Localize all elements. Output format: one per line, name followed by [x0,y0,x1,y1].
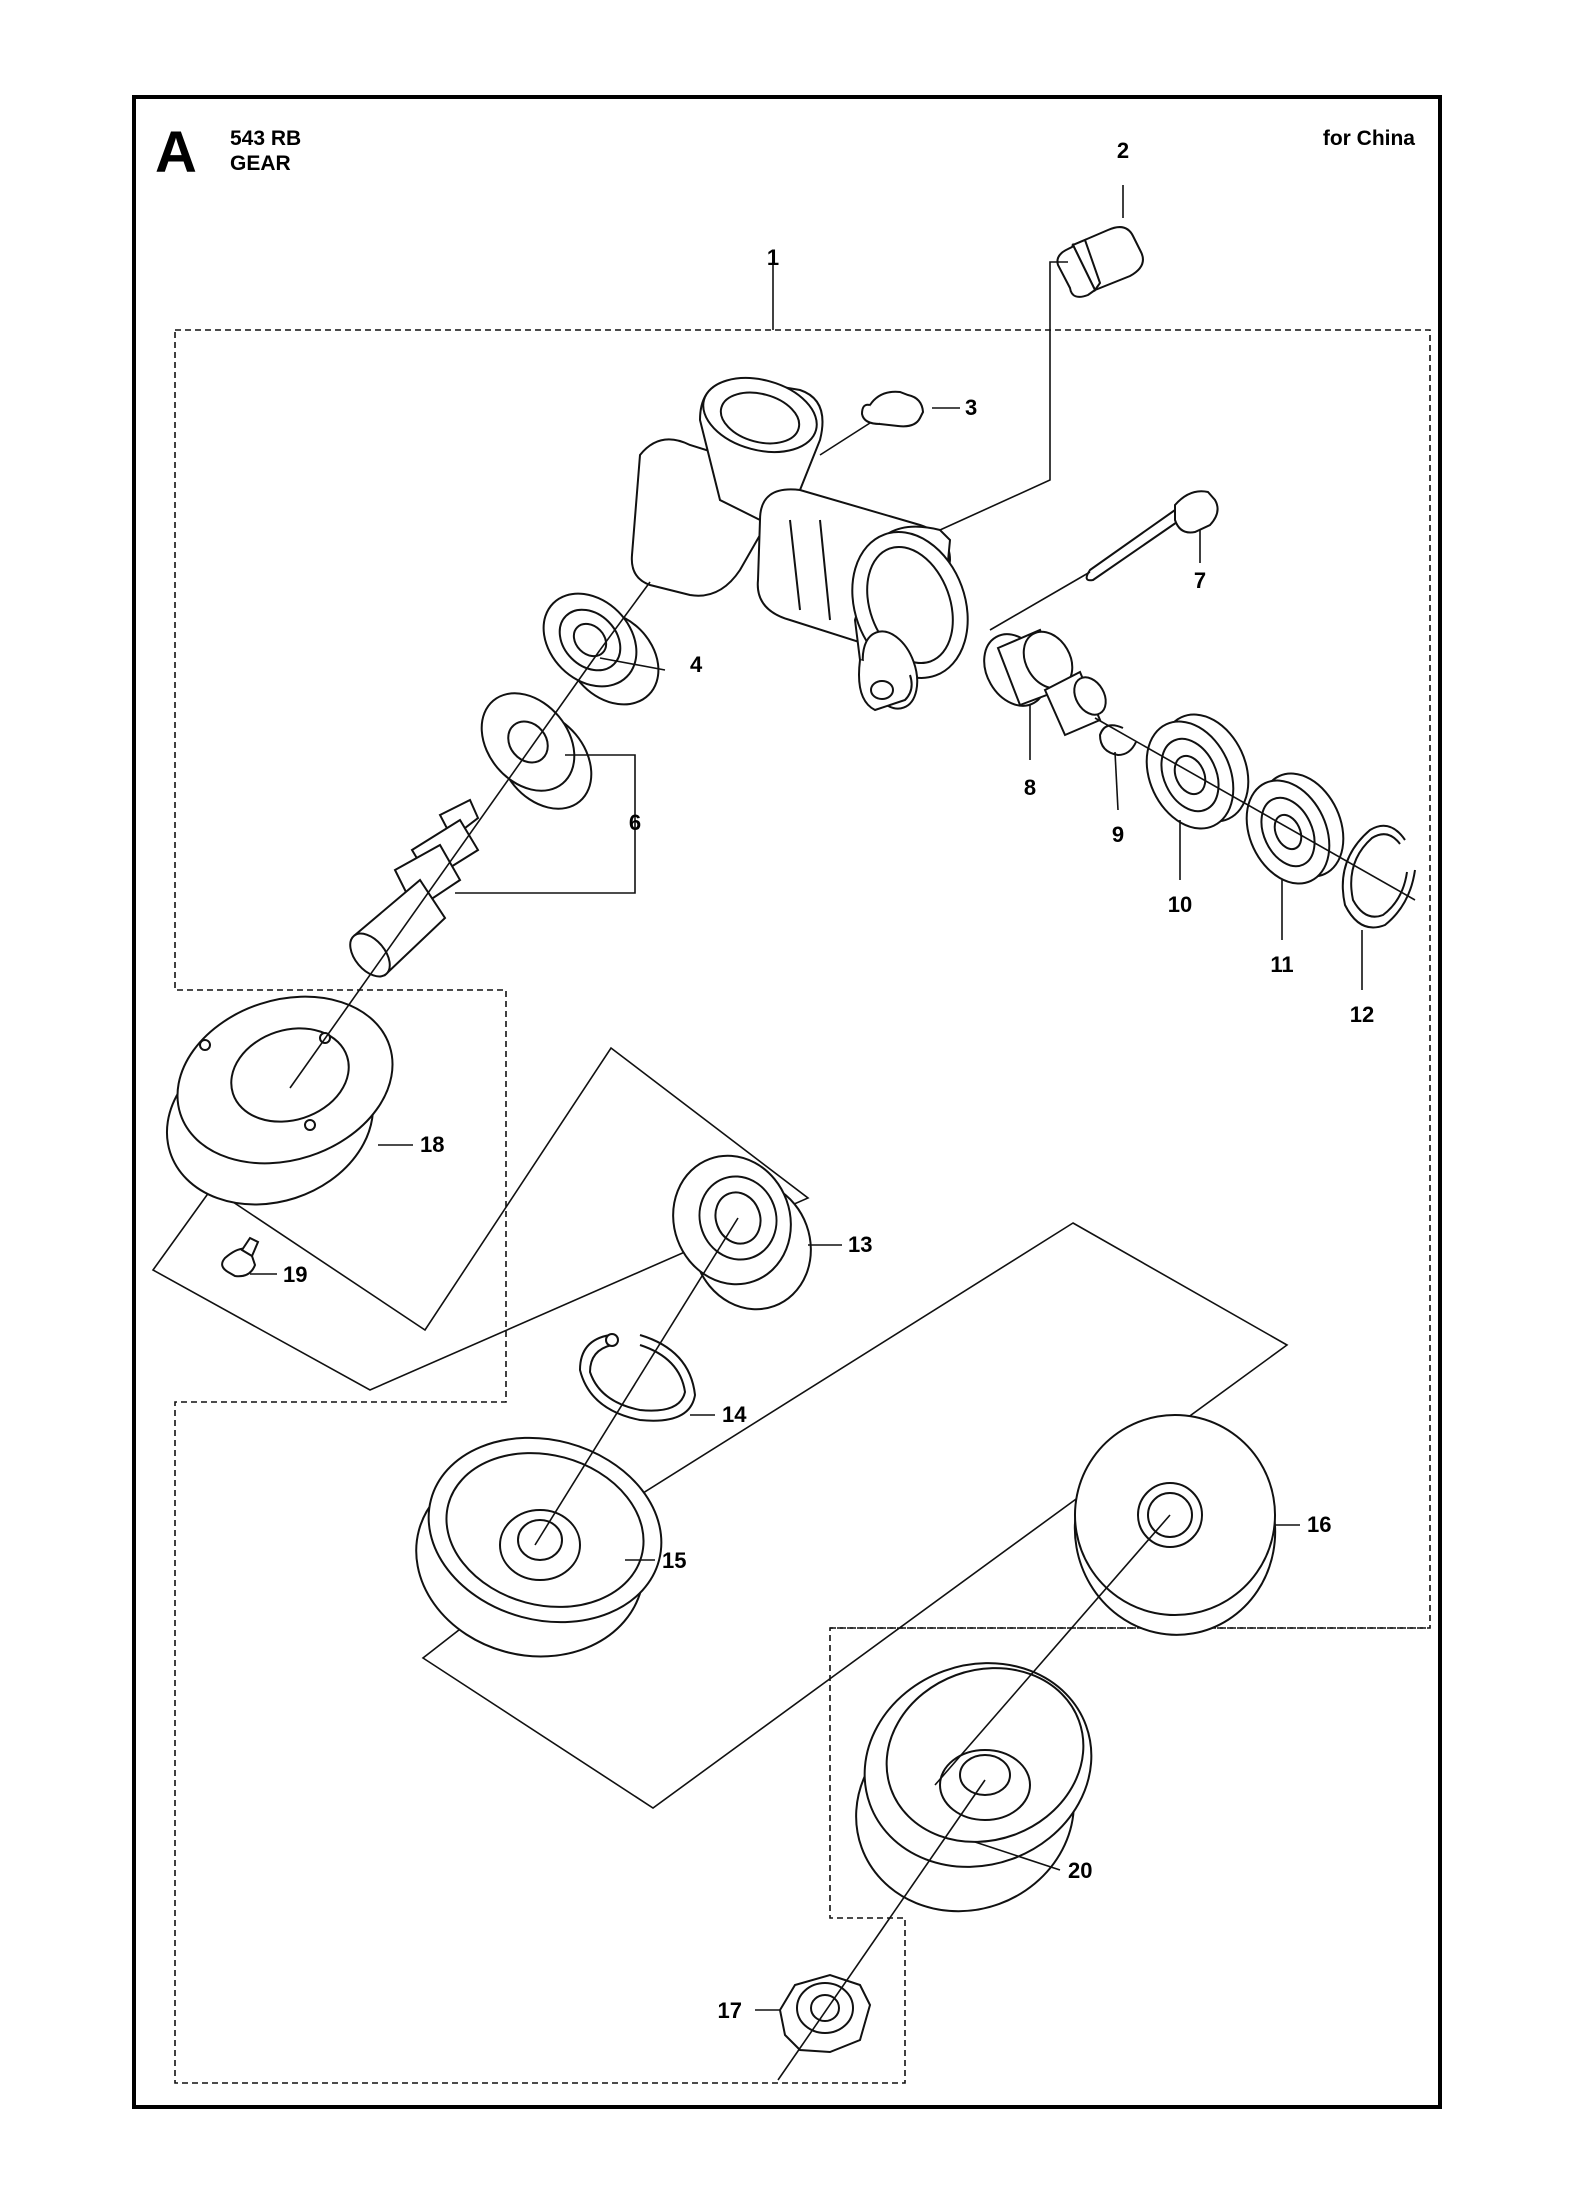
callout-part-2: 2 [1117,138,1129,163]
part-bearing-13 [672,1154,812,1311]
part-pinion-8 [983,628,1107,737]
part-support-cup-20 [855,1662,1093,1913]
part-plug-3 [860,390,925,428]
callout-part-10: 10 [1168,892,1192,917]
part-screw-2 [1056,226,1144,298]
group-outline-bearing-housing [151,1046,810,1391]
part-bearing-4 [542,592,660,706]
section-letter: A [155,120,197,185]
callout-part-4: 4 [690,652,703,677]
part-circlip-9 [1098,724,1137,757]
part-bearing-10 [1145,713,1250,830]
market-label: for China [1323,127,1415,150]
part-screw-19 [221,1236,260,1278]
callout-part-8: 8 [1024,775,1036,800]
group-boundary-upper [174,329,1431,2084]
callout-part-3: 3 [965,395,977,420]
callout-part-11: 11 [1270,952,1293,977]
page-border [132,95,1442,2109]
callout-part-14: 14 [722,1402,747,1427]
callout-part-20: 20 [1068,1858,1092,1883]
diagram-title: GEAR [230,152,291,175]
part-number-labels: 2 1 3 7 4 6 8 9 10 11 12 18 19 13 14 15 … [283,138,1374,2023]
model-label: 543 RB [230,127,301,150]
callout-part-15: 15 [662,1548,686,1573]
callout-part-17: 17 [718,1998,742,2023]
callout-part-19: 19 [283,1262,307,1287]
part-long-screw-7 [1085,490,1219,582]
part-bearing-11 [1245,772,1345,885]
callout-part-18: 18 [420,1132,444,1157]
callout-part-16: 16 [1307,1512,1331,1537]
part-shaft-6 [349,692,593,978]
callout-part-1: 1 [767,245,779,270]
callout-part-9: 9 [1112,822,1124,847]
part-bearing-housing-15 [415,1436,663,1658]
leader-lines [250,185,1416,2081]
part-nut-17 [778,1973,872,2054]
part-retaining-ring-14 [578,1333,697,1422]
part-retaining-ring-12 [1341,824,1416,929]
part-cover-18 [165,995,394,1206]
callout-part-12: 12 [1350,1002,1374,1027]
group-outline-lower-bearing [421,1222,1289,1809]
callout-part-13: 13 [848,1232,872,1257]
callout-part-7: 7 [1194,568,1206,593]
part-gear-housing-1 [630,377,969,712]
part-drive-disc-16 [1073,1414,1277,1636]
callout-part-6: 6 [629,810,641,835]
